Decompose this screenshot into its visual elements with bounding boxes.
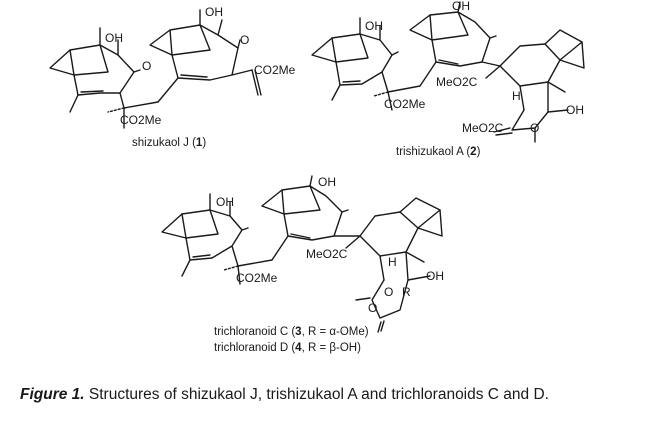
c3-r-label: R [402,285,411,299]
c2-co2me-label: CO2Me [384,97,426,111]
figure-caption-text: Structures of shizukaol J, trishizukaol … [84,386,549,403]
c3-h-label: H [388,255,397,269]
c2-h-label: H [512,89,521,103]
c1-o2-label: O [240,33,249,47]
compound-1-skeleton [49,9,262,129]
c3-oh2-label: OH [318,175,336,189]
c3-oh-label: OH [216,195,234,209]
c1-o-label: O [142,59,151,73]
compound-3-name: trichloranoid C (3, R = α-OMe) [214,326,369,338]
c3-oh-right-label: OH [426,269,444,283]
compound-4-name: trichloranoid D (4, R = β-OH) [214,342,361,354]
c1-methyl-ester-label: CO2Me [120,113,162,127]
figure-caption-label: Figure 1. [20,386,85,403]
c3-meo2c-label: MeO2C [306,247,348,261]
c2-oh2-label: OH [452,0,470,13]
c2-meo2c-left-label: MeO2C [436,75,478,89]
compound-2-name: trishizukaol A (2) [396,146,481,158]
c1-oh-label: OH [105,31,123,45]
c3-o-carbonyl-label: O [368,301,377,315]
c1-oh2-label: OH [205,5,223,19]
c1-ester-label: CO2Me [254,63,296,77]
compound-2-skeleton [311,1,585,143]
c2-o-bottom-label: O [530,121,539,135]
c2-oh-right-label: OH [566,103,584,117]
c2-oh-label: OH [365,19,383,33]
compound-3-skeleton [161,175,443,333]
c3-co2me-label: CO2Me [236,271,278,285]
compound-1-name: shizukaol J (1) [132,137,207,149]
figure-caption: Figure 1. Structures of shizukaol J, tri… [20,386,549,404]
c2-meo2c-bottom-label: MeO2C [462,121,504,135]
c3-o-ring-label: O [384,285,393,299]
